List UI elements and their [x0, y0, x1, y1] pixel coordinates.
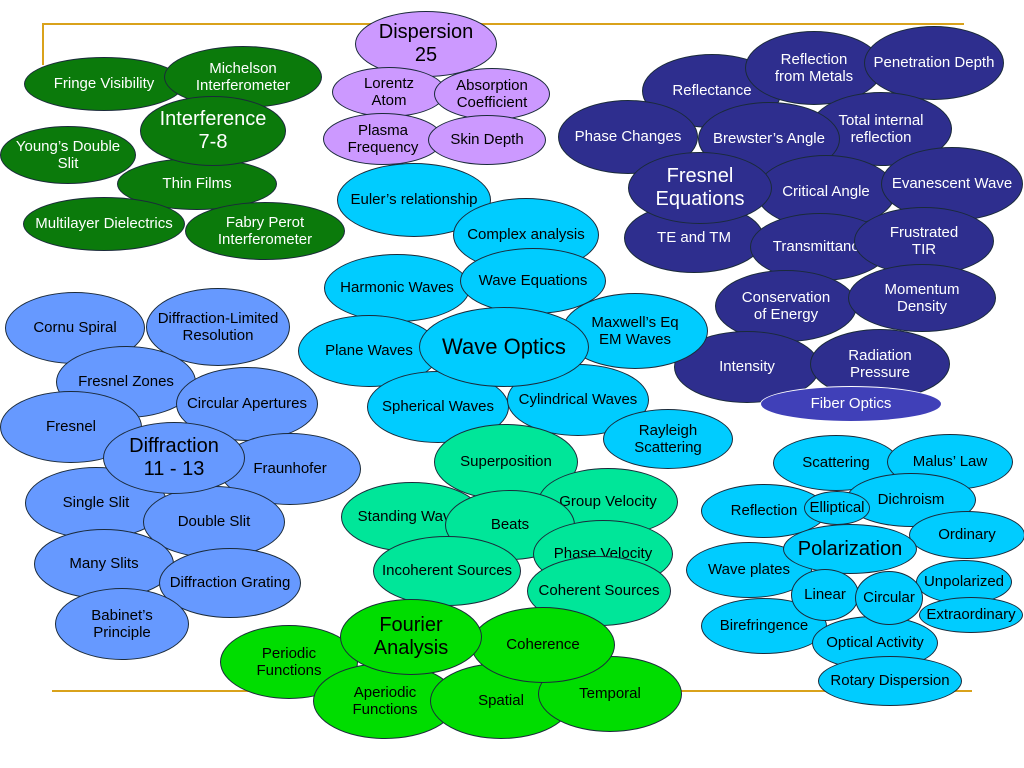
diffraction-limited-node: Diffraction-Limited Resolution — [146, 288, 290, 366]
plasma-frequency-node: Plasma Frequency — [323, 113, 443, 165]
rotary-dispersion-node: Rotary Dispersion — [818, 656, 962, 706]
multilayer-dielectrics-node: Multilayer Dielectrics — [23, 197, 185, 251]
conservation-of-energy-node: Conservation of Energy — [715, 270, 857, 342]
lorentz-atom-node: Lorentz Atom — [332, 67, 446, 117]
elliptical-node: Elliptical — [804, 491, 870, 525]
wave-equations-node: Wave Equations — [460, 248, 606, 314]
linear-node: Linear — [791, 569, 859, 621]
top-rule — [42, 23, 964, 25]
ordinary-node: Ordinary — [909, 511, 1024, 559]
diffraction-grating-node: Diffraction Grating — [159, 548, 301, 618]
left-rule — [42, 23, 44, 65]
fresnel-hub-node: Fresnel Equations — [628, 152, 772, 224]
double-slit-node: Double Slit — [143, 486, 285, 558]
fringe-visibility-node: Fringe Visibility — [24, 57, 184, 111]
skin-depth-node: Skin Depth — [428, 115, 546, 165]
periodic-functions-node: Periodic Functions — [220, 625, 358, 699]
rayleigh-scattering-node: Rayleigh Scattering — [603, 409, 733, 469]
extraordinary-node: Extraordinary — [919, 597, 1023, 633]
harmonic-waves-node: Harmonic Waves — [324, 254, 470, 322]
youngs-double-slit-node: Young’s Double Slit — [0, 126, 136, 184]
momentum-density-node: Momentum Density — [848, 264, 996, 332]
many-slits-node: Many Slits — [34, 529, 174, 599]
circular-node: Circular — [855, 571, 923, 625]
wave-optics-hub-node: Wave Optics — [419, 307, 589, 387]
interference-hub-node: Interference 7-8 — [140, 96, 286, 166]
fabry-perot-node: Fabry Perot Interferometer — [185, 202, 345, 260]
penetration-depth-node: Penetration Depth — [864, 26, 1004, 100]
fiber-optics-node: Fiber Optics — [760, 386, 942, 422]
diffraction-hub-node: Diffraction 11 - 13 — [103, 422, 245, 494]
polarization-hub-node: Polarization — [783, 524, 917, 574]
thin-films-node: Thin Films — [117, 158, 277, 210]
fourier-hub-node: Fourier Analysis — [340, 599, 482, 675]
incoherent-sources-node: Incoherent Sources — [373, 536, 521, 606]
eulers-relationship-node: Euler’s relationship — [337, 163, 491, 237]
coherence-node: Coherence — [471, 607, 615, 683]
absorption-coefficient-node: Absorption Coefficient — [434, 68, 550, 120]
babinets-principle-node: Babinet’s Principle — [55, 588, 189, 660]
dispersion-hub-node: Dispersion 25 — [355, 11, 497, 77]
